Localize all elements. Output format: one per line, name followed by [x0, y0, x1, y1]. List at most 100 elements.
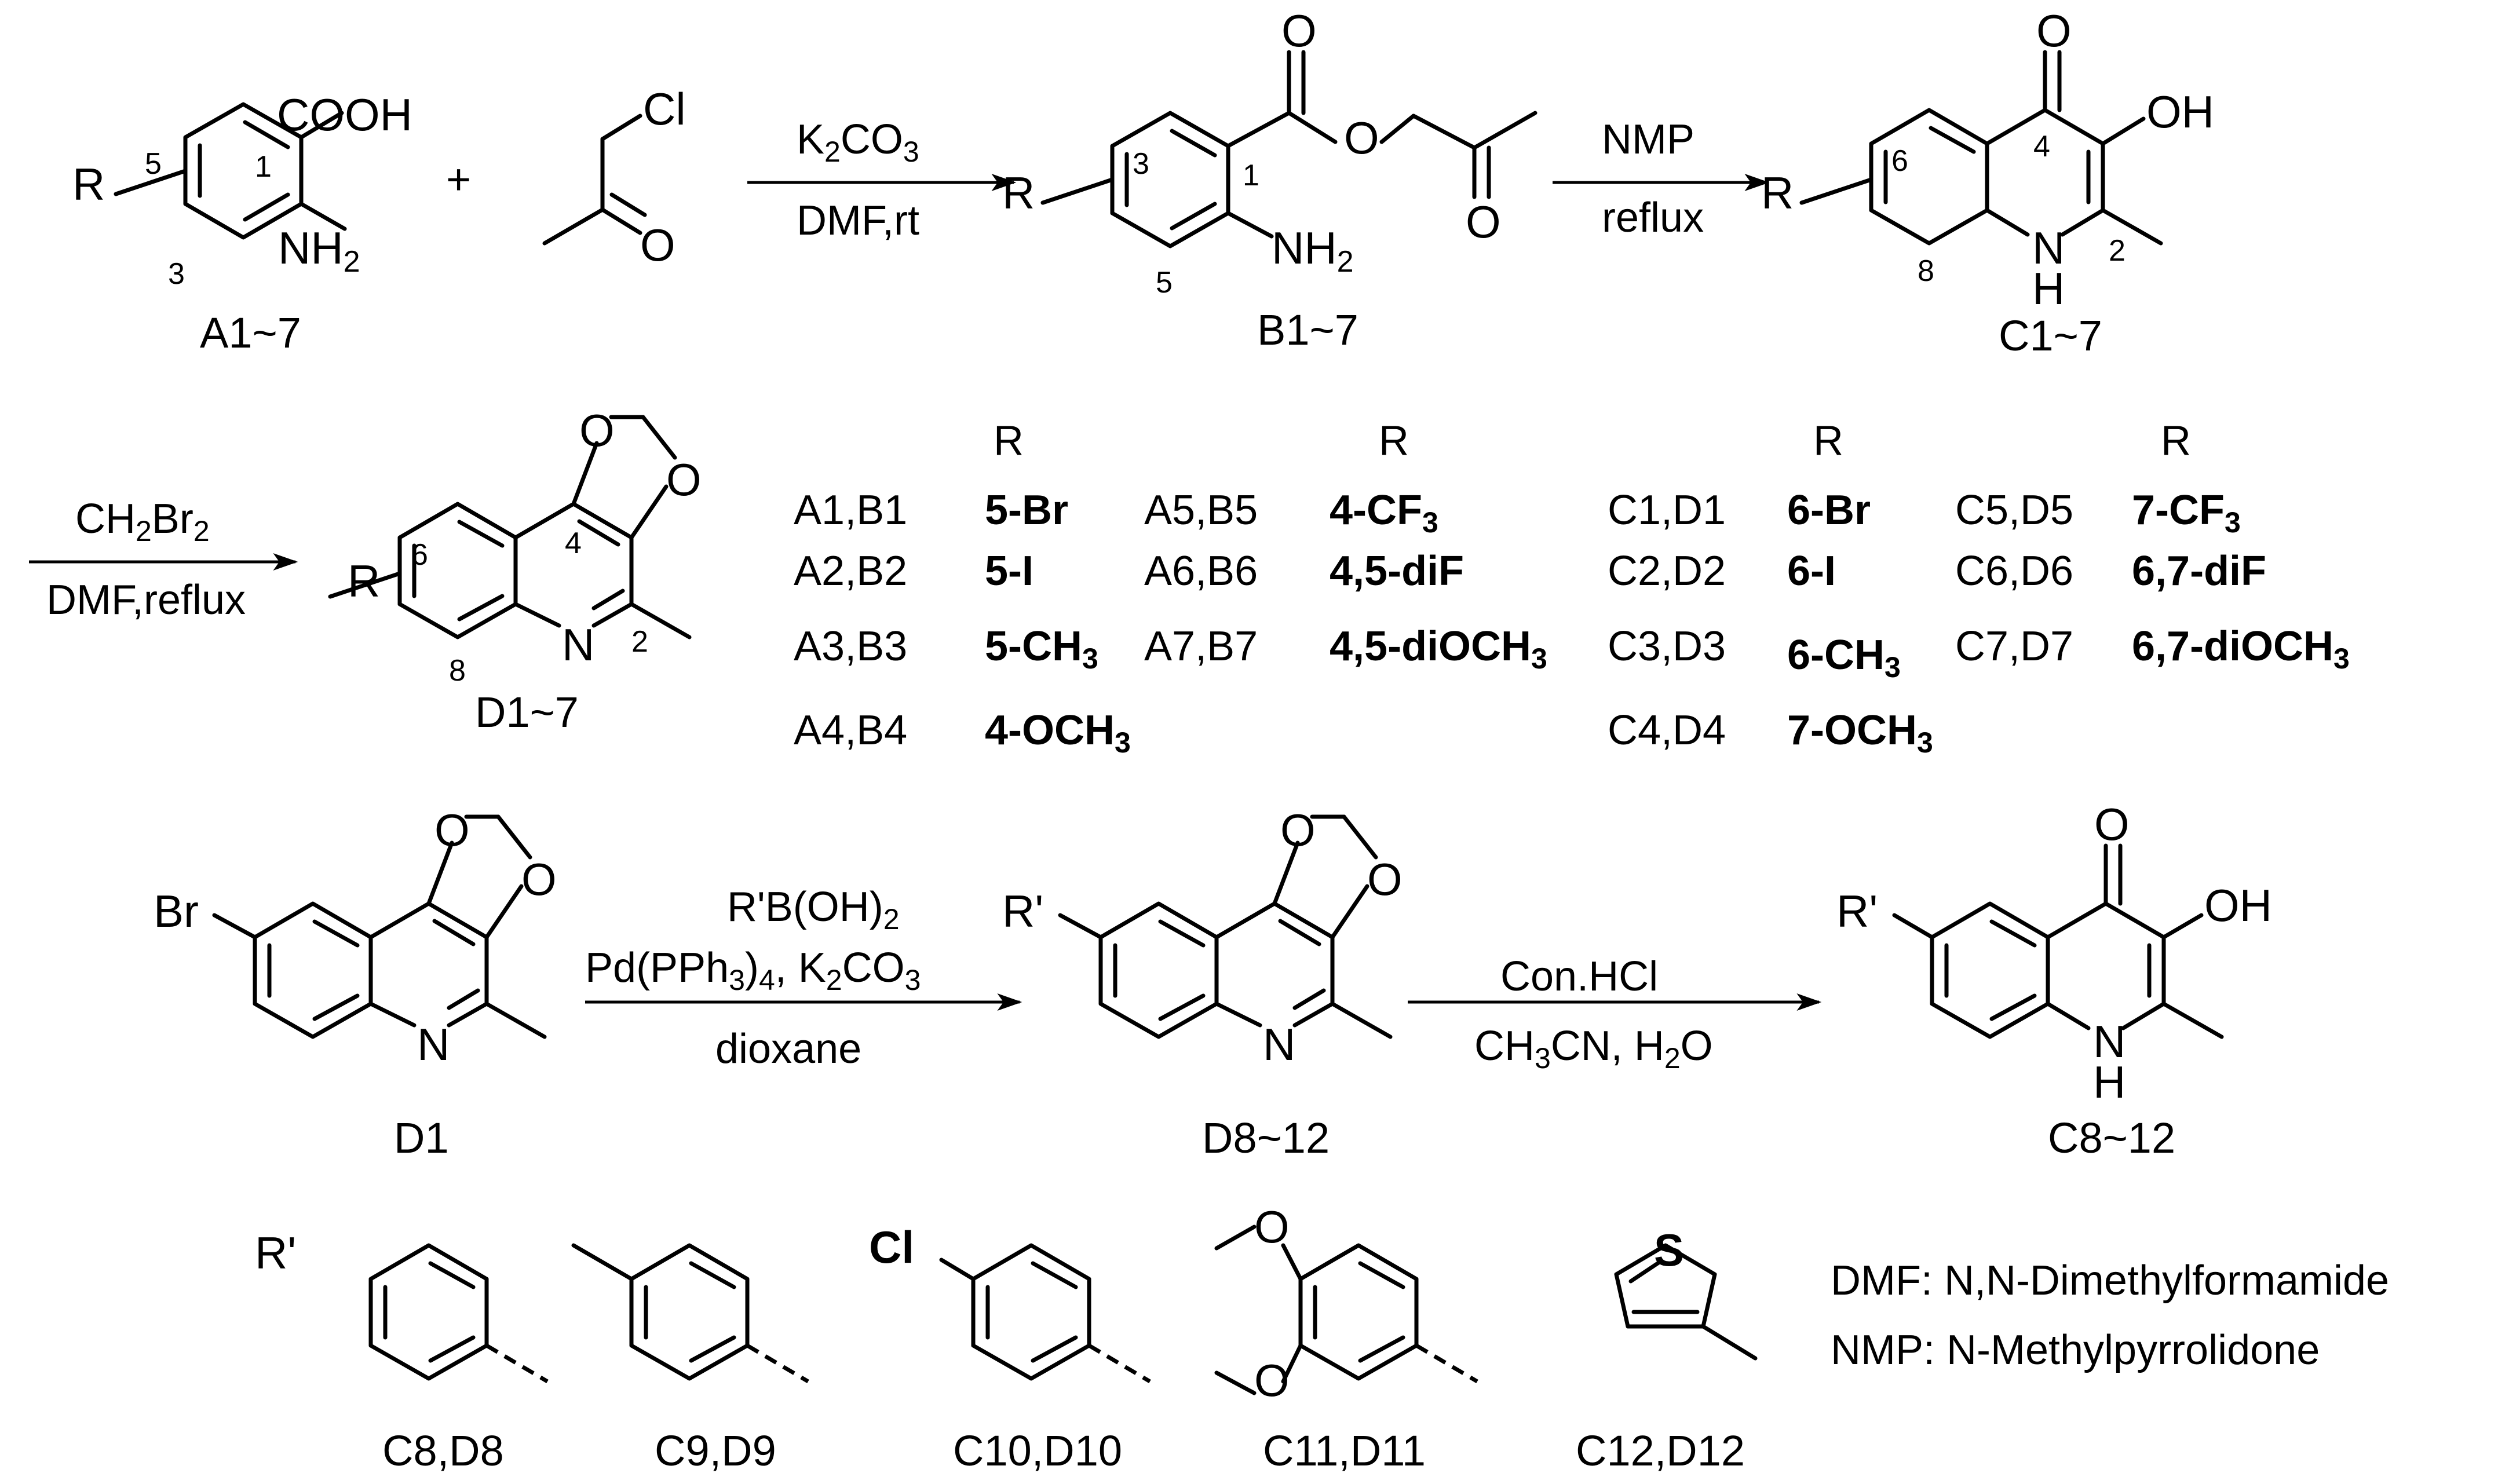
pos-2: 2: [2109, 234, 2126, 268]
arrow-step-3: CH2Br2 DMF,reflux: [29, 496, 298, 623]
o2-atom: O: [1254, 1355, 1290, 1406]
header-r-4: R: [2161, 418, 2191, 464]
compound-d1: O O N Br D1: [154, 805, 557, 1162]
pos-3: 3: [1133, 147, 1149, 181]
cmp-c2d2: C2,D2: [1608, 548, 1726, 594]
o-carbonyl: O: [2094, 799, 2130, 850]
r-prime-header: R': [255, 1227, 296, 1278]
solvent-label: CH3CN, H2O: [1474, 1023, 1713, 1074]
arrow-step-1: K2CO3 DMF,rt: [747, 116, 1017, 244]
tolyl-group: C9,D9: [571, 1243, 809, 1475]
chlorophenyl-group: Cl C10,D10: [869, 1222, 1151, 1475]
nh2-label: NH2: [1272, 222, 1354, 279]
sub-c6d6: 6,7-diF: [2132, 548, 2266, 594]
plus-sign: +: [446, 155, 471, 203]
s-atom: S: [1654, 1225, 1684, 1275]
group-label-c12d12: C12,D12: [1576, 1427, 1745, 1475]
cmp-a6b6: A6,B6: [1144, 548, 1258, 594]
cmp-a5b5: A5,B5: [1144, 487, 1258, 533]
n-label: N: [417, 1019, 450, 1070]
cmp-a2b2: A2,B2: [794, 548, 907, 594]
oh-label: OH: [2204, 880, 2272, 931]
r-prime-label: R': [1002, 886, 1043, 937]
cmp-a7b7: A7,B7: [1144, 623, 1258, 670]
pos-8: 8: [449, 654, 466, 688]
n-label: N: [2032, 222, 2065, 273]
sub-a1b1: 5-Br: [985, 487, 1068, 533]
group-label-c11d11: C11,D11: [1263, 1427, 1426, 1475]
abbrev-nmp: NMP: N-Methylpyrrolidone: [1831, 1327, 2320, 1373]
pos-5: 5: [1156, 266, 1173, 299]
o1-atom: O: [1254, 1201, 1290, 1252]
h-label: H: [2032, 263, 2065, 314]
o-carbonyl: O: [2036, 5, 2072, 56]
o2-label: O: [521, 854, 557, 905]
catalyst-label: Pd(PPh3)4, K2CO3: [585, 945, 921, 996]
pos-1: 1: [255, 150, 272, 184]
o2-label: O: [666, 454, 702, 505]
k2co3-label: K2CO3: [797, 116, 919, 168]
compound-b: O O O R NH2 3 1 5 B1~7: [1002, 5, 1537, 354]
pos-2: 2: [631, 625, 648, 659]
cmp-a1b1: A1,B1: [794, 487, 907, 533]
o-carbonyl: O: [1281, 5, 1317, 56]
r-label: R: [1761, 167, 1794, 218]
group-label-c10d10: C10,D10: [953, 1427, 1122, 1475]
cmp-a3b3: A3,B3: [794, 623, 907, 670]
compound-a: COOH R NH2 5 1 3 A1~7: [72, 89, 412, 357]
cl-label: Cl: [643, 83, 686, 134]
boronic-acid-label: R'B(OH)2: [727, 884, 900, 935]
pos-8: 8: [1918, 254, 1934, 288]
sub-c2d2: 6-I: [1787, 548, 1836, 594]
n-label: N: [562, 619, 594, 670]
compound-d-label: D1~7: [475, 688, 579, 736]
group-label-c8d8: C8,D8: [382, 1427, 504, 1475]
cl-atom: Cl: [869, 1222, 914, 1273]
compound-b-label: B1~7: [1257, 306, 1358, 354]
sub-a6b6: 4,5-diF: [1330, 548, 1464, 594]
compound-d1-label: D1: [394, 1114, 449, 1162]
cmp-c6d6: C6,D6: [1955, 548, 2073, 594]
pos-4: 4: [2033, 130, 2050, 163]
r-prime-label: R': [1836, 886, 1878, 937]
compound-c8: O OH N H R' C8~12: [1836, 799, 2272, 1162]
compound-d: O O N R 6 4 2 8 D1~7: [328, 405, 702, 736]
compound-a-label: A1~7: [200, 309, 301, 357]
phenyl-group: C8,D8: [368, 1243, 549, 1475]
chloroacetone: Cl O: [542, 83, 686, 271]
dimethoxyphenyl-group: O O C11,D11: [1214, 1201, 1478, 1475]
sub-a3b3: 5-CH3: [985, 623, 1098, 675]
dioxane-label: dioxane: [715, 1026, 861, 1072]
o-label: O: [640, 220, 675, 271]
br-label: Br: [154, 886, 199, 937]
o-ketone: O: [1466, 196, 1501, 247]
cmp-c3d3: C3,D3: [1608, 623, 1726, 670]
sub-c1d1: 6-Br: [1787, 487, 1871, 533]
header-r-2: R: [1379, 418, 1409, 464]
group-label-c9d9: C9,D9: [655, 1427, 776, 1475]
thienyl-group: S C12,D12: [1576, 1225, 1758, 1475]
compound-c: O OH N H R 6 4 2 8 C1~7: [1761, 5, 2214, 360]
sub-c7d7: 6,7-diOCH3: [2132, 623, 2350, 675]
dmf-rt-label: DMF,rt: [797, 198, 919, 244]
sub-a4b4: 4-OCH3: [985, 707, 1131, 759]
sub-a5b5: 4-CF3: [1330, 487, 1438, 539]
cmp-c1d1: C1,D1: [1608, 487, 1726, 533]
r-label: R: [348, 555, 380, 606]
pos-4: 4: [565, 527, 582, 560]
o1-label: O: [434, 805, 470, 856]
nh2-label: NH2: [278, 222, 360, 279]
nmp-label: NMP: [1602, 116, 1694, 163]
sub-a7b7: 4,5-diOCH3: [1330, 623, 1547, 675]
compound-c-label: C1~7: [1999, 312, 2102, 360]
compound-d8: O O N R' D8~12: [1002, 805, 1403, 1162]
cmp-c4d4: C4,D4: [1608, 707, 1726, 754]
pos-1: 1: [1243, 159, 1259, 192]
abbrev-dmf: DMF: N,N-Dimethylformamide: [1831, 1258, 2389, 1304]
o1-label: O: [579, 405, 615, 456]
dmf-reflux-label: DMF,reflux: [46, 577, 246, 623]
sub-c3d3: 6-CH3: [1787, 632, 1901, 683]
pos-3: 3: [168, 257, 185, 291]
arrow-step-2: NMP reflux: [1553, 116, 1770, 241]
